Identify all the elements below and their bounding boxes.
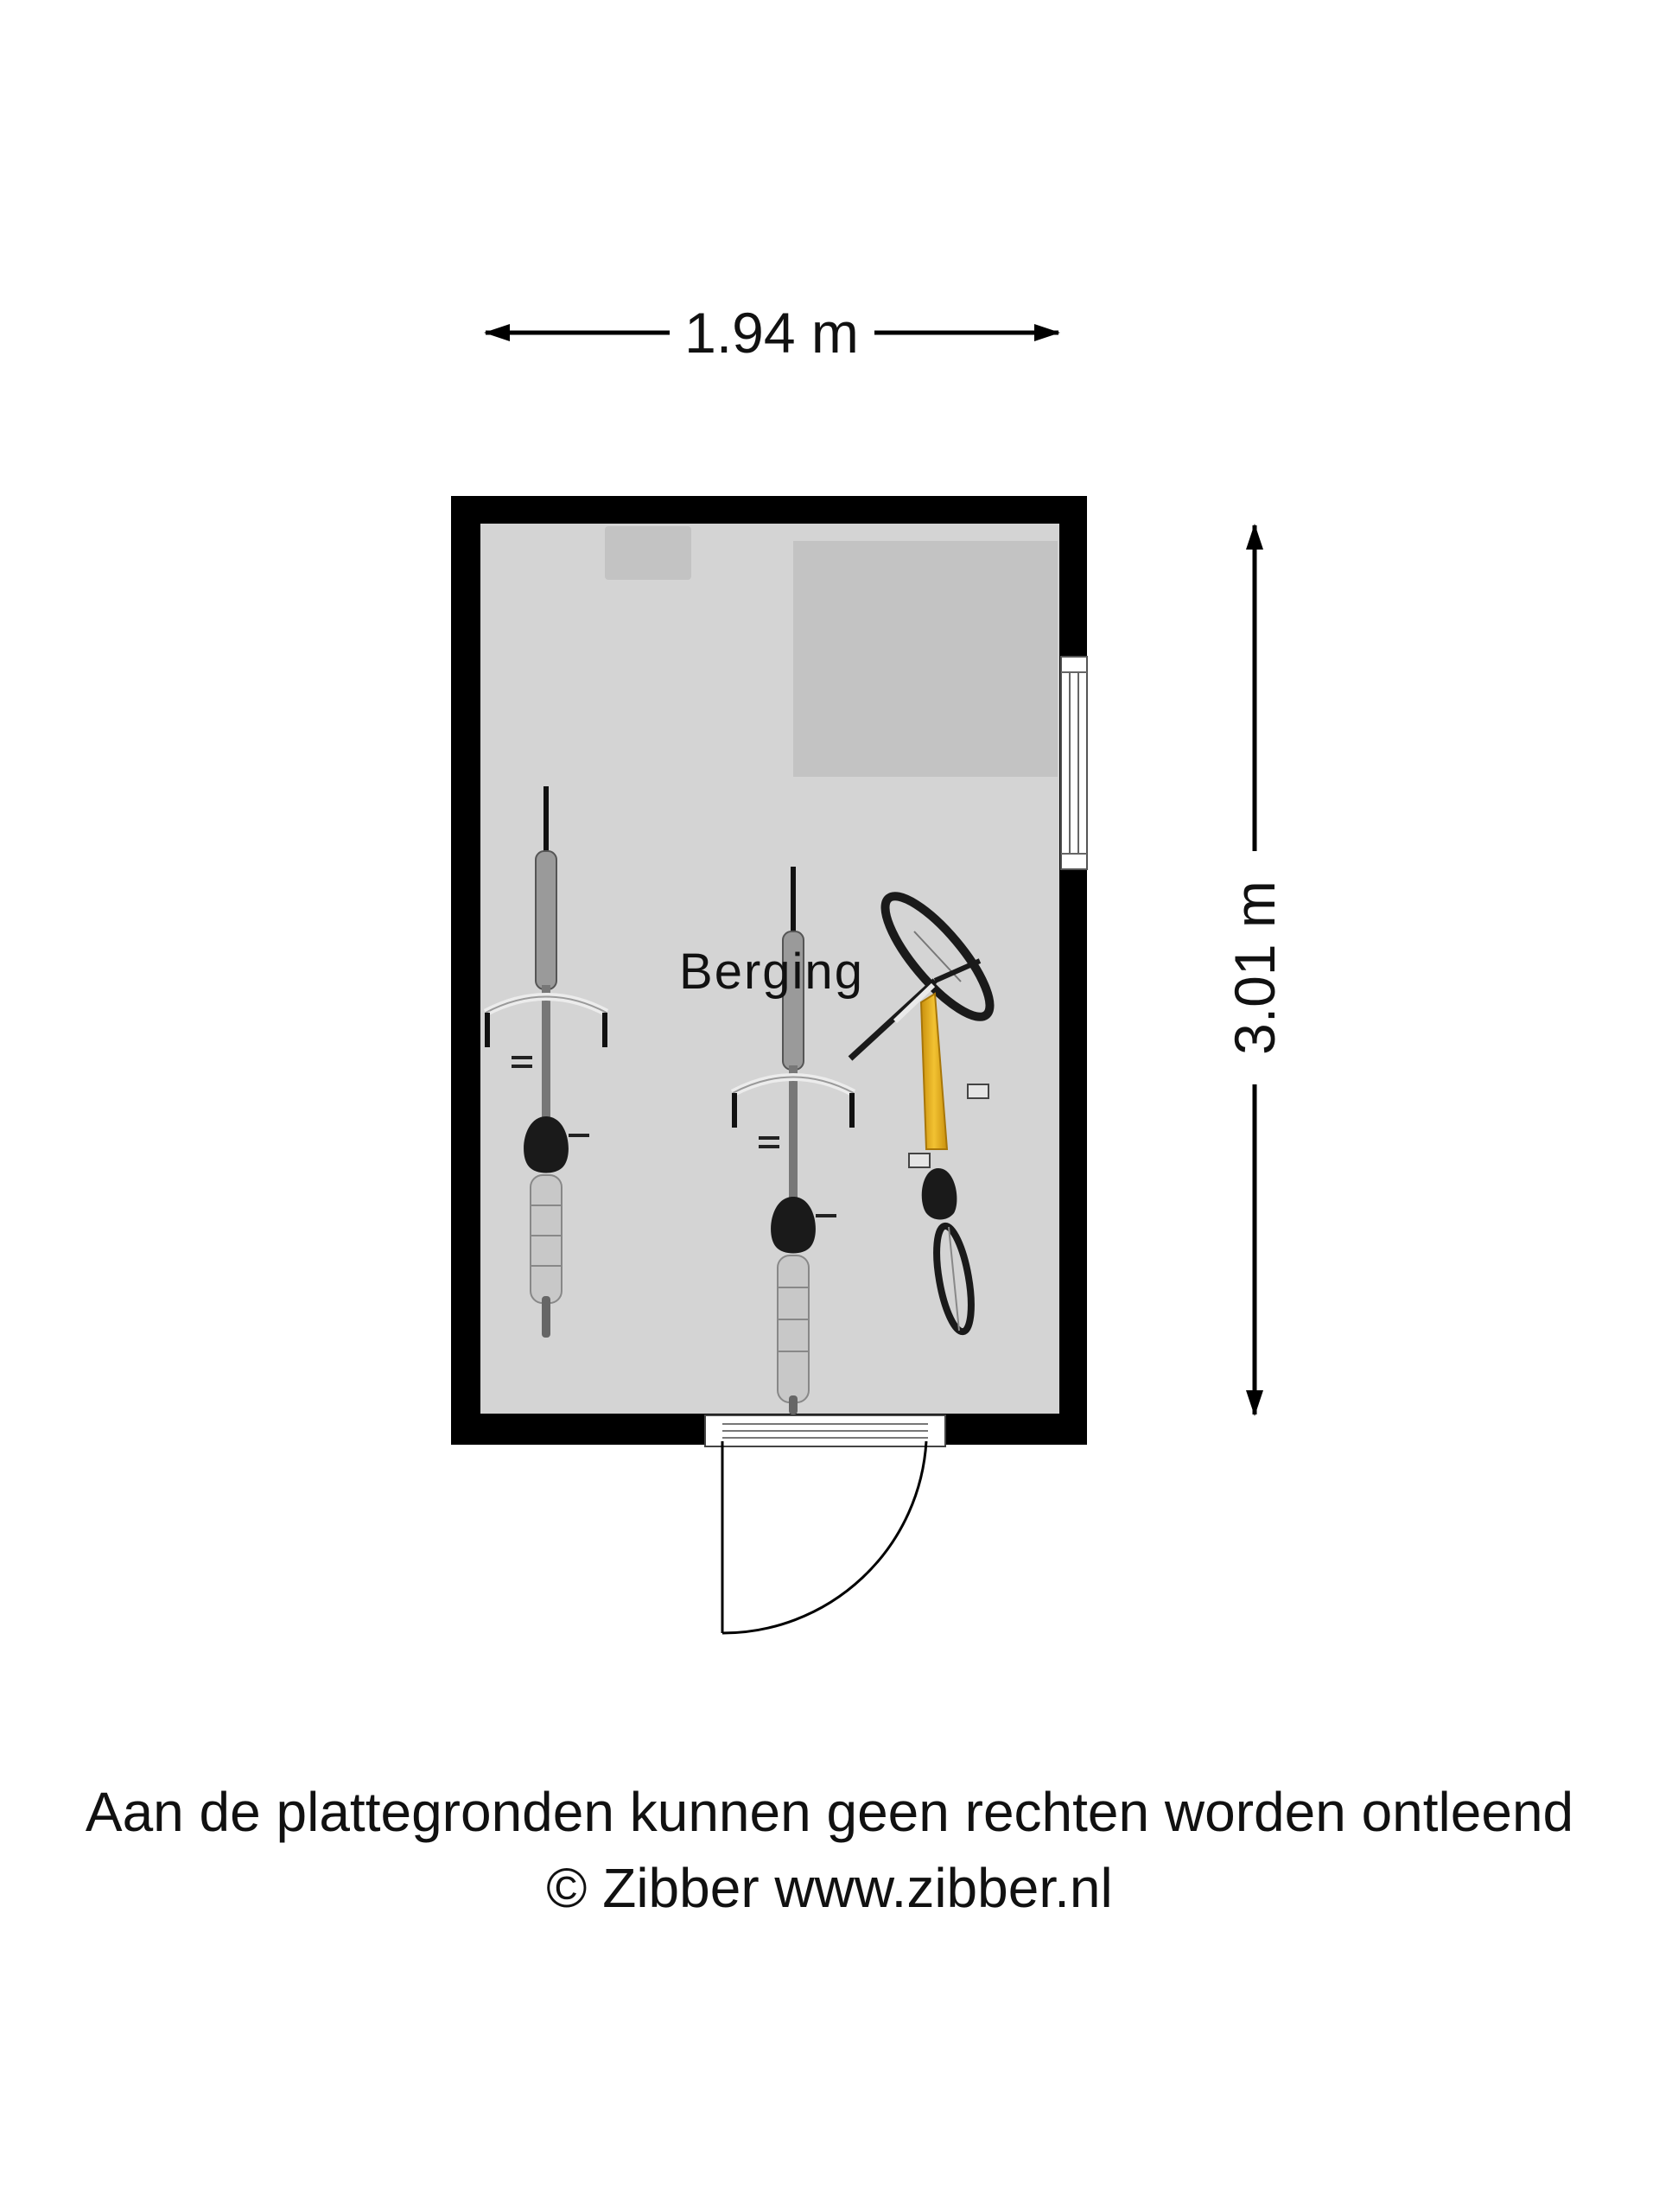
window-icon [1060,656,1088,870]
footer-disclaimer: Aan de plattegronden kunnen geen rechten… [85,1781,1574,1843]
width-dimension: 1.94 m [484,301,1060,365]
height-label: 3.01 m [1223,880,1287,1055]
room: Berging [451,496,1088,1635]
footer-copyright: © Zibber www.zibber.nl [546,1857,1113,1919]
bicycle-icon [483,786,609,1338]
bicycle-icon [730,867,856,1414]
wall-unit [605,526,691,580]
height-dimension: 3.01 m [1223,524,1287,1416]
bicycle-icon [848,892,995,1336]
room-label: Berging [679,944,864,1000]
width-label: 1.94 m [684,301,859,365]
door-swing-icon [704,1414,946,1635]
storage-cabinet [793,541,1058,777]
